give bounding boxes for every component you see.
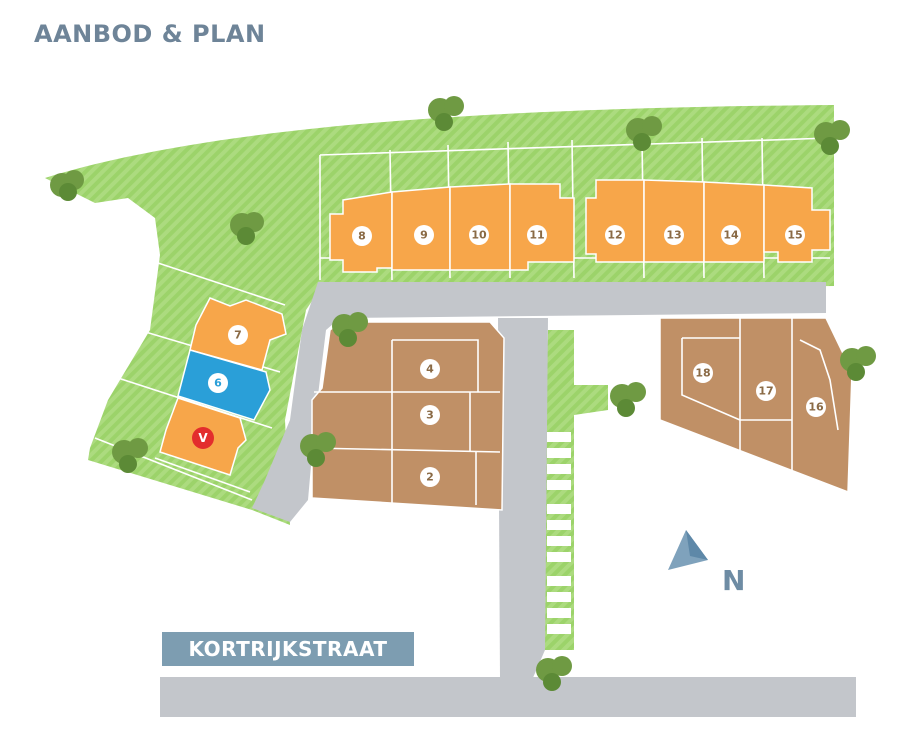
compass-icon: N: [668, 530, 745, 597]
svg-text:3: 3: [426, 409, 434, 422]
page-title: AANBOD & PLAN: [34, 20, 266, 48]
lot-label-12: 12: [605, 225, 625, 245]
lot-label-17: 17: [756, 381, 776, 401]
street-name: KORTRIJKSTRAAT: [188, 637, 387, 661]
north-label: N: [722, 564, 745, 597]
tree-icon: [840, 346, 876, 381]
roads: [160, 282, 856, 717]
tree-icon: [814, 120, 850, 155]
parking-spots: [547, 330, 642, 634]
lot-label-18: 18: [693, 363, 713, 383]
lot-block-east: [659, 317, 853, 494]
green-strip: [540, 330, 608, 650]
lot-label-15: 15: [785, 225, 805, 245]
svg-text:6: 6: [214, 377, 222, 390]
tree-icon: [536, 656, 572, 691]
svg-text:8: 8: [358, 230, 366, 243]
trees: [50, 96, 876, 691]
svg-text:7: 7: [234, 329, 242, 342]
svg-text:V: V: [198, 431, 208, 445]
lot-block-central: [311, 321, 505, 511]
svg-text:14: 14: [723, 229, 739, 242]
svg-text:2: 2: [426, 471, 434, 484]
lot-block-east-outline: [659, 317, 853, 494]
lot-labels: 8 9 10 11 12 13 14 15 7 6 V 4 3 2 18 17 …: [192, 225, 826, 487]
lot-14[interactable]: [703, 181, 765, 263]
lot-13[interactable]: [643, 179, 705, 263]
svg-text:18: 18: [695, 367, 710, 380]
tree-icon: [332, 312, 368, 347]
lot-label-2: 2: [420, 467, 440, 487]
lot-label-16: 16: [806, 397, 826, 417]
tree-icon: [610, 382, 646, 417]
lot-15[interactable]: [763, 184, 831, 263]
svg-text:15: 15: [787, 229, 802, 242]
svg-text:12: 12: [607, 229, 622, 242]
tree-icon: [230, 212, 264, 245]
lot-17[interactable]: [740, 318, 792, 440]
lot-label-6: 6: [208, 373, 228, 393]
svg-text:4: 4: [426, 363, 434, 376]
street-sign: KORTRIJKSTRAAT: [162, 632, 414, 666]
tree-icon: [112, 438, 148, 473]
lot-label-11: 11: [527, 225, 547, 245]
lot-label-3: 3: [420, 405, 440, 425]
tree-icon: [300, 432, 336, 467]
tree-icon: [626, 116, 662, 151]
svg-text:17: 17: [758, 385, 773, 398]
svg-text:9: 9: [420, 229, 428, 242]
lot-label-9: 9: [414, 225, 434, 245]
lot-label-14: 14: [721, 225, 741, 245]
svg-text:16: 16: [808, 401, 824, 414]
tree-icon: [50, 170, 84, 201]
lot-label-7: 7: [228, 325, 248, 345]
lot-label-13: 13: [664, 225, 684, 245]
sold-marker: V: [192, 427, 214, 449]
svg-text:10: 10: [471, 229, 487, 242]
lot-label-8: 8: [352, 226, 372, 246]
tree-icon: [428, 96, 464, 131]
svg-text:13: 13: [666, 229, 681, 242]
svg-text:11: 11: [529, 229, 544, 242]
lot-label-4: 4: [420, 359, 440, 379]
lot-label-10: 10: [469, 225, 489, 245]
